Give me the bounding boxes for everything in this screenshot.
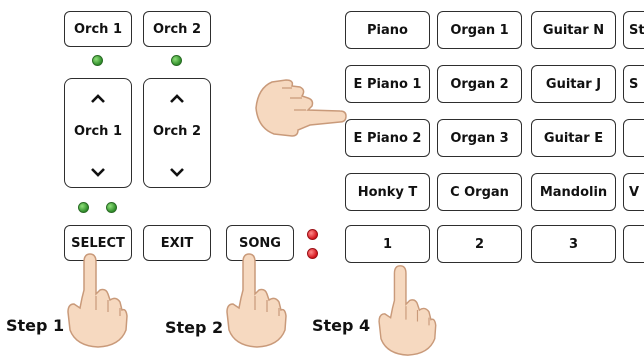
number-label: 1 — [382, 236, 393, 252]
step-4-label: Step 4 — [312, 316, 371, 335]
voice-button-guitar-j[interactable]: Guitar J — [531, 65, 616, 103]
voice-button-c-organ[interactable]: C Organ — [437, 173, 522, 211]
voice-label: Guitar J — [545, 76, 602, 92]
song-button[interactable]: SONG — [226, 225, 294, 261]
voice-label: Mandolin — [539, 184, 608, 200]
orch-1-label: Orch 1 — [74, 21, 122, 37]
chevron-up-icon[interactable] — [65, 89, 131, 108]
step-1-label: Step 1 — [6, 316, 65, 335]
voice-label: Organ 1 — [450, 22, 509, 38]
number-label: 3 — [568, 236, 579, 252]
exit-label: EXIT — [160, 235, 194, 251]
voice-button-partial[interactable]: St — [623, 11, 644, 49]
voice-label: C Organ — [450, 184, 509, 200]
voice-label: E Piano 1 — [353, 76, 422, 92]
number-button-1[interactable]: 1 — [345, 225, 430, 263]
voice-label: Guitar N — [542, 22, 605, 38]
orch-1-panel: Orch 1 — [64, 78, 132, 188]
voice-button-piano[interactable]: Piano — [345, 11, 430, 49]
song-led-top — [307, 229, 318, 240]
status-led — [78, 202, 89, 213]
orch-1-button[interactable]: Orch 1 — [64, 11, 132, 47]
orch-2-label: Orch 2 — [153, 21, 201, 37]
chevron-down-icon[interactable] — [65, 163, 131, 182]
orch-2-led — [171, 55, 182, 66]
step-2-label: Step 2 — [165, 318, 224, 337]
select-button[interactable]: SELECT — [64, 225, 132, 261]
voice-button-honky-t[interactable]: Honky T — [345, 173, 430, 211]
voice-button-partial[interactable]: V — [623, 173, 644, 211]
voice-button-guitar-n[interactable]: Guitar N — [531, 11, 616, 49]
voice-button-organ-1[interactable]: Organ 1 — [437, 11, 522, 49]
voice-label: Piano — [367, 22, 408, 38]
orch-2-button[interactable]: Orch 2 — [143, 11, 211, 47]
voice-button-guitar-e[interactable]: Guitar E — [531, 119, 616, 157]
voice-label: V — [629, 184, 640, 200]
status-led — [106, 202, 117, 213]
orch-2-panel: Orch 2 — [143, 78, 211, 188]
song-label: SONG — [239, 235, 281, 251]
voice-label: Organ 3 — [450, 130, 509, 146]
voice-button-organ-3[interactable]: Organ 3 — [437, 119, 522, 157]
voice-label: S — [629, 76, 639, 92]
hand-pointer-icon — [67, 253, 128, 348]
voice-label: E Piano 2 — [353, 130, 422, 146]
voice-button-partial[interactable]: S — [623, 65, 644, 103]
voice-label: Guitar E — [543, 130, 604, 146]
orch-1-panel-label: Orch 1 — [74, 124, 122, 139]
hand-pointer-icon — [255, 79, 347, 137]
select-label: SELECT — [71, 235, 125, 251]
exit-button[interactable]: EXIT — [143, 225, 211, 261]
number-button-3[interactable]: 3 — [531, 225, 616, 263]
number-button-2[interactable]: 2 — [437, 225, 522, 263]
voice-button-e-piano-2[interactable]: E Piano 2 — [345, 119, 430, 157]
hand-pointer-icon — [378, 265, 437, 356]
voice-label: St — [629, 22, 644, 38]
chevron-down-icon[interactable] — [144, 163, 210, 182]
voice-label: Honky T — [357, 184, 418, 200]
voice-button-organ-2[interactable]: Organ 2 — [437, 65, 522, 103]
orch-1-led — [92, 55, 103, 66]
orch-2-panel-label: Orch 2 — [153, 124, 201, 139]
voice-button-mandolin[interactable]: Mandolin — [531, 173, 616, 211]
voice-button-partial[interactable] — [623, 119, 644, 157]
hand-pointer-icon — [226, 253, 287, 348]
song-led-bottom — [307, 248, 318, 259]
chevron-up-icon[interactable] — [144, 89, 210, 108]
voice-label: Organ 2 — [450, 76, 509, 92]
voice-button-e-piano-1[interactable]: E Piano 1 — [345, 65, 430, 103]
number-button-partial[interactable] — [623, 225, 644, 263]
number-label: 2 — [474, 236, 485, 252]
